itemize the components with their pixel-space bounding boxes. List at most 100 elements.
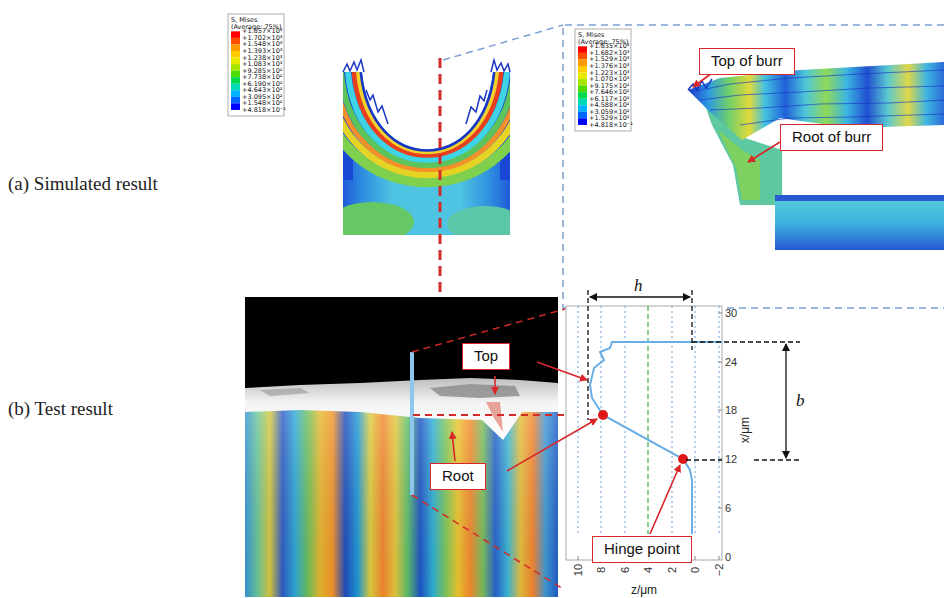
test-image <box>260 388 310 396</box>
leader-arrow <box>537 362 587 380</box>
legend-value: +6.117×10² <box>589 95 629 102</box>
tick-label: 12 <box>725 454 737 465</box>
profile-chart <box>625 306 626 534</box>
fem-zoom <box>775 195 944 201</box>
zoom-guide <box>443 25 944 310</box>
fem-section <box>358 72 497 152</box>
color-band <box>231 77 240 84</box>
fem-section <box>318 60 537 242</box>
legend-title: S, Mises <box>578 32 604 39</box>
callout-text: Top <box>474 347 498 364</box>
legend-value: +1.223×10³ <box>589 69 629 76</box>
leader-arrow <box>452 362 680 534</box>
tick-label: 4 <box>643 567 654 573</box>
profile-chart <box>695 306 696 534</box>
legend-value: +1.702×10³ <box>242 35 282 42</box>
leader-arrow <box>693 73 780 162</box>
leader-arrow <box>507 419 597 471</box>
tick-label: −2 <box>714 564 725 577</box>
color-band <box>578 99 587 106</box>
fem-section <box>362 72 493 149</box>
legend-value: +1.529×10² <box>589 115 629 122</box>
legend-value: +1.835×10³ <box>589 43 629 50</box>
color-band <box>578 86 587 93</box>
tick-label: 24 <box>725 357 737 368</box>
legend-value: +4.818×10⁻¹ <box>242 107 286 114</box>
color-band <box>231 71 240 78</box>
test-image <box>410 352 414 495</box>
leader-arrow <box>452 432 455 461</box>
leader-arrow <box>650 465 680 534</box>
profile-chart <box>578 313 722 560</box>
callout-text: Root <box>442 467 474 484</box>
color-band <box>578 59 587 66</box>
burr-spikes <box>366 90 388 124</box>
legend-value: +3.059×10² <box>589 109 629 116</box>
callout-text: Top of burr <box>711 52 783 69</box>
fem-zoom <box>688 62 944 250</box>
burr-spikes <box>343 60 510 124</box>
legend-value: +4.643×10² <box>242 87 282 94</box>
fem-zoom <box>718 130 760 200</box>
legend-value: +1.393×10³ <box>242 48 282 55</box>
fem-zoom <box>700 86 944 100</box>
tick-label: 6 <box>620 567 631 573</box>
test-image <box>245 378 558 440</box>
profile-chart <box>718 508 722 509</box>
legend-value: +9.175×10² <box>589 82 629 89</box>
color-band <box>578 92 587 99</box>
color-band <box>578 112 587 119</box>
legend-value: +7.646×10² <box>589 89 629 96</box>
legend-value: +6.190×10² <box>242 80 282 87</box>
legend-value: +1.070×10³ <box>589 76 629 83</box>
color-band <box>231 31 240 38</box>
profile-chart <box>719 306 720 534</box>
test-image <box>245 297 558 392</box>
profile-chart <box>678 454 688 464</box>
legend-value: +1.857×10³ <box>242 28 282 35</box>
legend-frame <box>575 29 631 131</box>
leader-arrow <box>693 73 712 87</box>
burr-spikes <box>466 90 487 124</box>
legend-title: S, Mises <box>231 17 257 24</box>
profile-chart <box>647 306 648 534</box>
color-band <box>578 53 587 60</box>
color-band <box>231 44 240 51</box>
profile-chart <box>718 410 722 411</box>
color-band <box>578 79 587 86</box>
legend-value: +1.548×10² <box>242 100 282 107</box>
fem-section <box>328 72 527 175</box>
color-band <box>231 51 240 58</box>
test-image <box>486 402 503 432</box>
color-bar <box>231 31 587 125</box>
profile-chart <box>566 290 800 560</box>
burr-spikes <box>491 60 510 72</box>
profile-chart <box>692 341 800 342</box>
profile-chart <box>785 344 786 458</box>
leader-arrow <box>748 142 780 162</box>
section-line <box>439 58 442 312</box>
color-band <box>231 64 240 71</box>
dimension-label: h <box>634 277 643 294</box>
fem-section <box>335 72 520 170</box>
fem-section <box>348 72 507 160</box>
tick-label: 18 <box>725 405 737 416</box>
callout-box: Root of burr <box>780 124 883 151</box>
callout-text: Hinge point <box>604 540 680 557</box>
profile-chart <box>590 296 690 297</box>
profile-chart <box>587 290 588 420</box>
profile-chart <box>718 313 722 314</box>
tick-label: 30 <box>725 308 737 319</box>
callout-box: Hinge point <box>592 536 692 563</box>
profile-chart <box>691 290 692 350</box>
callout-box: Top <box>462 343 510 370</box>
color-band <box>578 105 587 112</box>
legend-value: +9.285×10² <box>242 67 282 74</box>
color-band <box>578 66 587 73</box>
callout-box: Root <box>430 463 486 490</box>
profile-chart <box>754 459 800 460</box>
fem-zoom <box>688 79 712 90</box>
profile-chart <box>686 459 722 460</box>
